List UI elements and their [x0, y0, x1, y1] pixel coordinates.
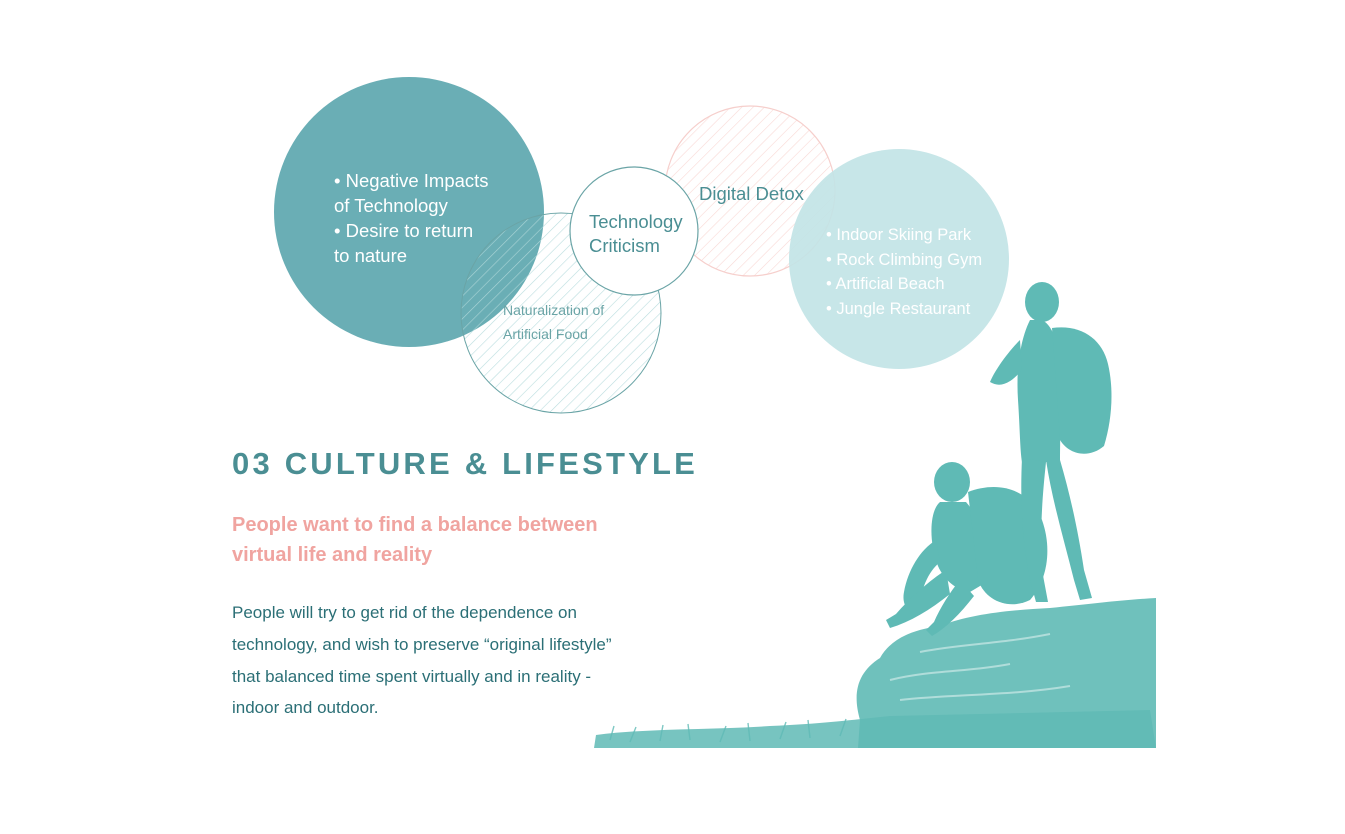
- section-body: People will try to get rid of the depend…: [232, 603, 612, 718]
- technology-criticism-text: Technology Criticism: [589, 210, 683, 258]
- section-subtitle: People want to find a balance between vi…: [232, 514, 598, 566]
- technology-criticism-circle: [569, 166, 699, 296]
- grass-blades: [609, 718, 847, 743]
- activity-item: • Artificial Beach: [826, 275, 945, 294]
- hikers-on-rock-photo: [594, 282, 1156, 748]
- technology-criticism-line: Criticism: [589, 235, 660, 256]
- technology-criticism-line: Technology: [589, 211, 683, 232]
- negative-impacts-line: • Negative Impacts: [334, 170, 489, 191]
- section-title: 03 CULTURE & LIFESTYLE: [232, 446, 698, 481]
- negative-impacts-line: of Technology: [334, 195, 448, 216]
- sitting-hiker: [886, 462, 1048, 636]
- digital-detox-label: Digital Detox: [699, 183, 804, 204]
- activities-circle: [789, 149, 1009, 369]
- naturalization-line: Artificial Food: [503, 326, 588, 342]
- naturalization-line: Naturalization of: [503, 302, 605, 318]
- standing-hiker: [990, 282, 1112, 602]
- activity-item: • Rock Climbing Gym: [826, 250, 983, 269]
- rock-texture: [889, 633, 1071, 701]
- negative-impacts-text: • Negative Impacts of Technology • Desir…: [334, 168, 489, 268]
- activity-item: • Indoor Skiing Park: [826, 226, 972, 244]
- negative-impacts-line: to nature: [334, 245, 408, 266]
- naturalization-text: Naturalization of Artificial Food: [503, 298, 604, 346]
- negative-impacts-line: • Desire to return: [334, 220, 474, 241]
- rock: [856, 598, 1156, 748]
- activity-item: • Jungle Restaurant: [826, 299, 971, 318]
- activities-text: • Indoor Skiing Park • Rock Climbing Gym…: [826, 223, 982, 321]
